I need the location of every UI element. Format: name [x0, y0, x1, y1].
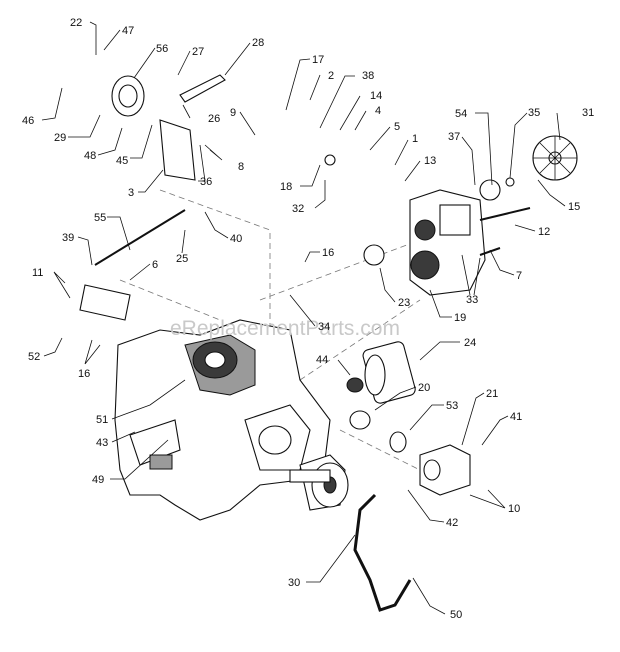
callout-31: 31 — [582, 107, 594, 119]
callout-labels: 22 47 56 27 28 46 29 48 45 26 3 36 8 17 … — [22, 17, 594, 621]
callout-16-top: 16 — [322, 247, 334, 259]
callout-38: 38 — [362, 70, 374, 82]
callout-27: 27 — [192, 46, 204, 58]
callout-44: 44 — [316, 354, 328, 366]
alignment-lines — [119, 189, 421, 471]
hydro-pump — [409, 189, 486, 296]
callout-56: 56 — [156, 43, 168, 55]
callout-41: 41 — [510, 411, 522, 423]
callout-20: 20 — [418, 382, 430, 394]
callout-3: 3 — [128, 187, 134, 199]
callout-22: 22 — [70, 17, 82, 29]
callout-11: 11 — [32, 267, 43, 279]
callout-33: 33 — [466, 294, 478, 306]
callout-32: 32 — [292, 203, 304, 215]
callout-47: 47 — [122, 25, 134, 37]
callout-48: 48 — [84, 150, 96, 162]
callout-35: 35 — [528, 107, 540, 119]
callout-1: 1 — [412, 133, 418, 145]
callout-37: 37 — [448, 131, 460, 143]
leader-lines — [41, 21, 566, 615]
callout-24: 24 — [464, 337, 476, 349]
callout-5: 5 — [394, 121, 400, 133]
callout-12: 12 — [538, 226, 550, 238]
cooling-fan — [532, 135, 578, 181]
callout-30: 30 — [288, 577, 300, 589]
callout-55: 55 — [94, 212, 106, 224]
callout-6: 6 — [152, 259, 158, 271]
callout-53: 53 — [446, 400, 458, 412]
callout-36: 36 — [200, 176, 212, 188]
transmission-housing — [114, 319, 349, 521]
callout-51: 51 — [96, 414, 108, 426]
callout-49: 49 — [92, 474, 104, 486]
callout-10: 10 — [508, 503, 520, 515]
callout-16-bottom: 16 — [78, 368, 90, 380]
callout-26: 26 — [208, 113, 220, 125]
callout-2: 2 — [328, 70, 334, 82]
callout-45: 45 — [116, 155, 128, 167]
callout-50: 50 — [450, 609, 462, 621]
callout-18: 18 — [280, 181, 292, 193]
callout-23: 23 — [398, 297, 410, 309]
callout-39: 39 — [62, 232, 74, 244]
callout-8: 8 — [238, 161, 244, 173]
callout-13: 13 — [424, 155, 436, 167]
callout-40: 40 — [230, 233, 242, 245]
callout-15: 15 — [568, 201, 580, 213]
callout-4: 4 — [375, 105, 381, 117]
small-parts — [79, 74, 531, 612]
callout-42: 42 — [446, 517, 458, 529]
callout-7: 7 — [516, 270, 522, 282]
callout-34: 34 — [318, 321, 330, 333]
callout-46: 46 — [22, 115, 34, 127]
callout-52: 52 — [28, 351, 40, 363]
callout-28: 28 — [252, 37, 264, 49]
callout-14: 14 — [370, 90, 382, 102]
callout-19: 19 — [454, 312, 466, 324]
callout-9: 9 — [230, 107, 236, 119]
callout-17: 17 — [312, 54, 324, 66]
callout-21: 21 — [486, 388, 498, 400]
watermark: eReplacementParts.com — [170, 317, 400, 340]
callout-25: 25 — [176, 253, 188, 265]
callout-54: 54 — [455, 108, 467, 120]
callout-29: 29 — [54, 132, 66, 144]
callout-43: 43 — [96, 437, 108, 449]
